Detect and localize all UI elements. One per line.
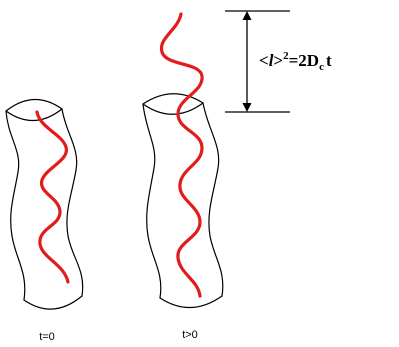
formula-equals-coeff: =2D [289,51,319,70]
formula-time: t [326,51,332,70]
tube-tp-wall-left [142,103,162,299]
tube-t0-wall-right [61,108,84,297]
tube-tp-rim-bottom [159,295,223,309]
chain-t-positive [159,12,204,298]
formula-subscript: c [319,61,324,73]
arrow-head-up [242,11,252,20]
tube-t0-wall-left [5,110,26,301]
label-t-positive: t>0 [182,329,198,341]
formula-power: 2 [283,50,289,62]
displacement-indicator [225,10,290,113]
tube-tp-rim-back [142,93,204,105]
tube-t0 [5,98,84,310]
label-t0: t=0 [39,331,55,343]
tube-t0-rim-back [5,98,63,112]
chain-t0 [35,110,70,284]
tube-t0-rim-bottom [23,295,83,310]
tube-t0-rim-front [5,108,63,122]
formula-variable: l [269,51,274,70]
tube-t-positive [142,12,224,309]
tube-tp-wall-right [202,102,224,297]
formula-close: > [273,51,283,70]
formula-open: < [259,51,269,70]
arrow-head-down [242,103,252,112]
tube-tp-rim-front [142,102,204,115]
